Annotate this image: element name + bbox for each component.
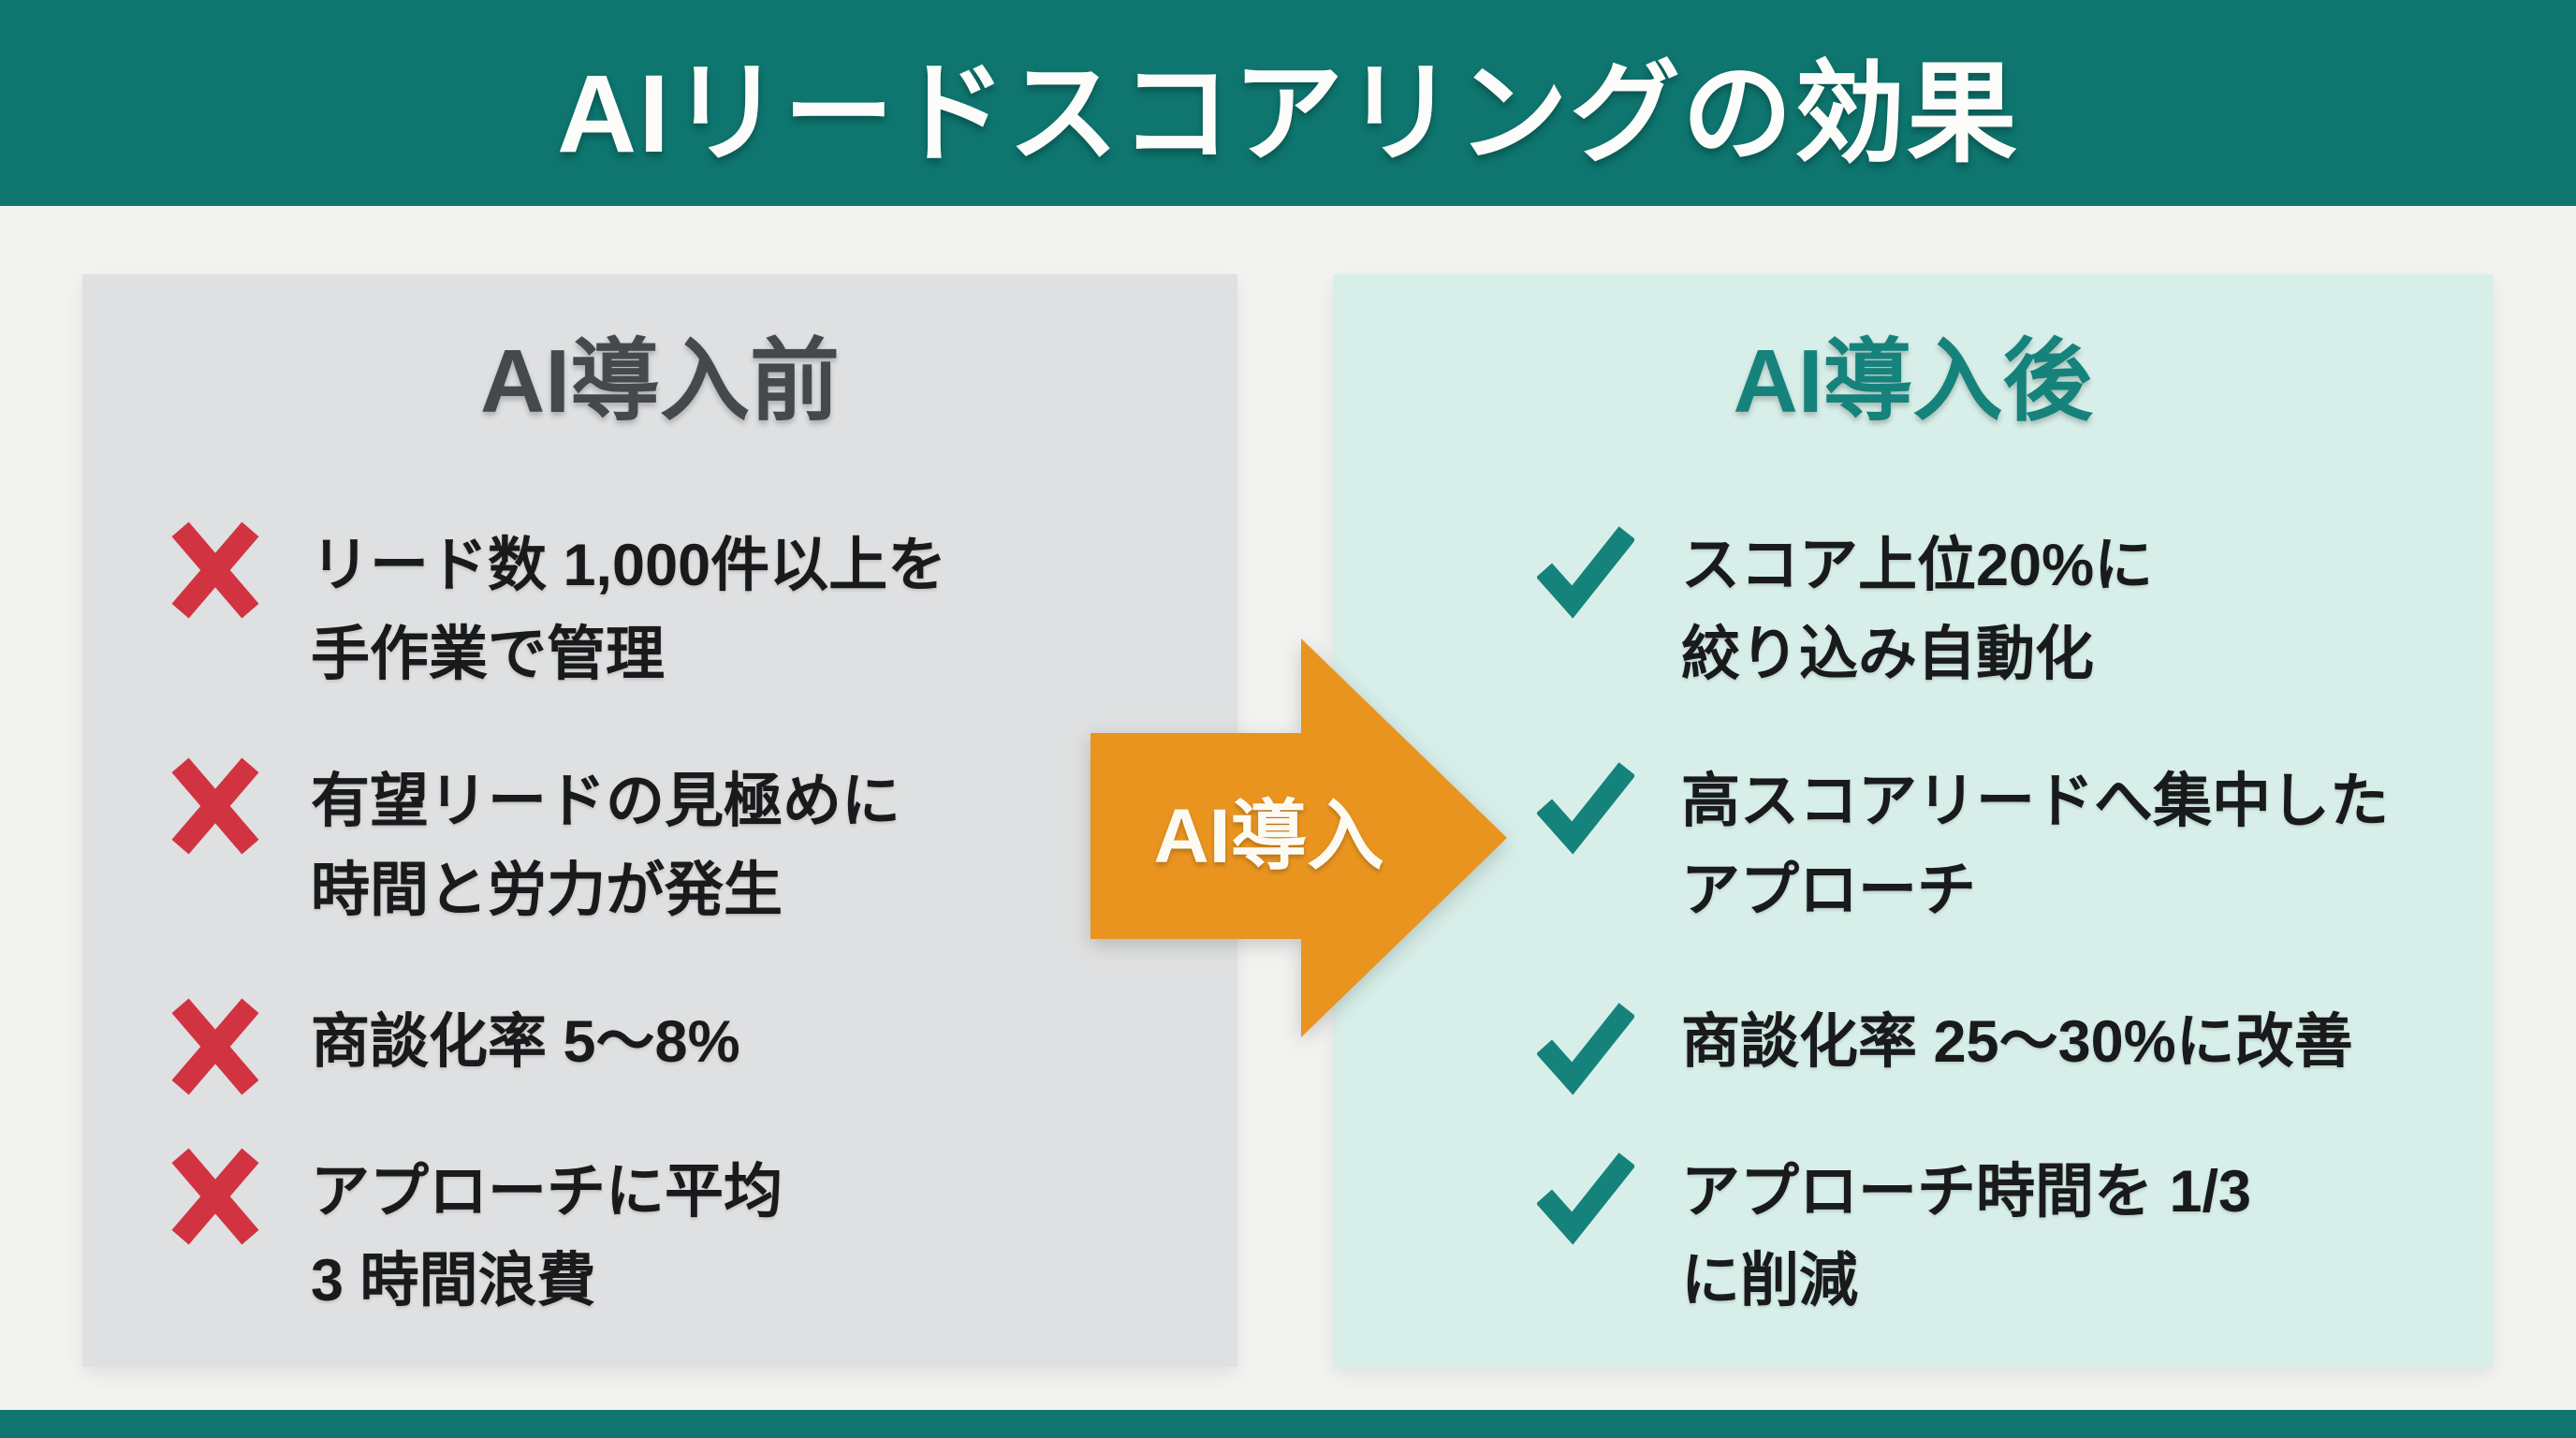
after-list-item: アプローチ時間を 1/3 に削減: [1537, 1148, 2251, 1326]
before-list-item: 商談化率 5〜8%: [167, 998, 740, 1095]
x-icon: [167, 998, 264, 1095]
x-icon: [167, 1148, 264, 1245]
item-line: 絞り込み自動化: [1681, 622, 2094, 687]
before-list-item: アプローチに平均 3 時間浪費: [167, 1148, 783, 1326]
item-line: アプローチ時間を 1/3: [1681, 1159, 2252, 1225]
check-icon: [1537, 757, 1634, 855]
item-line: 3 時間浪費: [311, 1248, 596, 1313]
item-line: スコア上位20%に: [1681, 533, 2154, 598]
after-list-item: スコア上位20%に 絞り込み自動化: [1537, 521, 2153, 699]
item-line: 時間と労力が発生: [311, 858, 783, 923]
check-icon: [1537, 998, 1634, 1095]
check-icon: [1537, 1148, 1634, 1245]
item-text: リード数 1,000件以上を 手作業で管理: [311, 521, 946, 699]
after-list-item: 商談化率 25〜30%に改善: [1537, 998, 2353, 1095]
before-panel: AI導入前 リード数 1,000件以上を 手作業で管理 有望リードの見極めに 時…: [82, 274, 1237, 1367]
item-line: アプローチ: [1681, 858, 1976, 923]
x-icon: [167, 757, 264, 855]
x-icon: [167, 521, 264, 619]
item-text: 商談化率 25〜30%に改善: [1681, 998, 2353, 1087]
before-panel-heading: AI導入前: [480, 331, 840, 432]
item-line: アプローチに平均: [311, 1159, 783, 1225]
item-text: 高スコアリードへ集中した アプローチ: [1681, 757, 2389, 935]
item-text: スコア上位20%に 絞り込み自動化: [1681, 521, 2153, 699]
item-text: アプローチに平均 3 時間浪費: [311, 1148, 783, 1326]
after-list-item: 高スコアリードへ集中した アプローチ: [1537, 757, 2389, 935]
item-text: 有望リードの見極めに 時間と労力が発生: [311, 757, 900, 935]
item-line: リード数 1,000件以上を: [311, 533, 947, 598]
check-icon: [1537, 521, 1634, 619]
footer-bar: [0, 1410, 2576, 1438]
item-line: 高スコアリードへ集中した: [1681, 769, 2389, 834]
item-line: 有望リードの見極めに: [311, 769, 900, 834]
before-list-item: 有望リードの見極めに 時間と労力が発生: [167, 757, 900, 935]
after-panel-heading: AI導入後: [1733, 331, 2093, 432]
item-line: 手作業で管理: [311, 622, 665, 687]
after-panel: AI導入後 スコア上位20%に 絞り込み自動化 高スコアリードへ集中した アプロ…: [1333, 274, 2493, 1367]
arrow-label: AI導入: [1153, 794, 1384, 879]
item-line: 商談化率 5〜8%: [311, 1009, 740, 1075]
item-line: 商談化率 25〜30%に改善: [1681, 1009, 2353, 1075]
transition-arrow: AI導入: [1090, 638, 1507, 1037]
page-title: AIリードスコアリングの効果: [556, 51, 2019, 176]
right-arrow-icon: [1090, 638, 1507, 1037]
before-list-item: リード数 1,000件以上を 手作業で管理: [167, 521, 946, 699]
item-text: アプローチ時間を 1/3 に削減: [1681, 1148, 2251, 1326]
item-line: に削減: [1681, 1248, 1858, 1313]
item-text: 商談化率 5〜8%: [311, 998, 740, 1087]
page-header: AIリードスコアリングの効果: [0, 0, 2576, 206]
